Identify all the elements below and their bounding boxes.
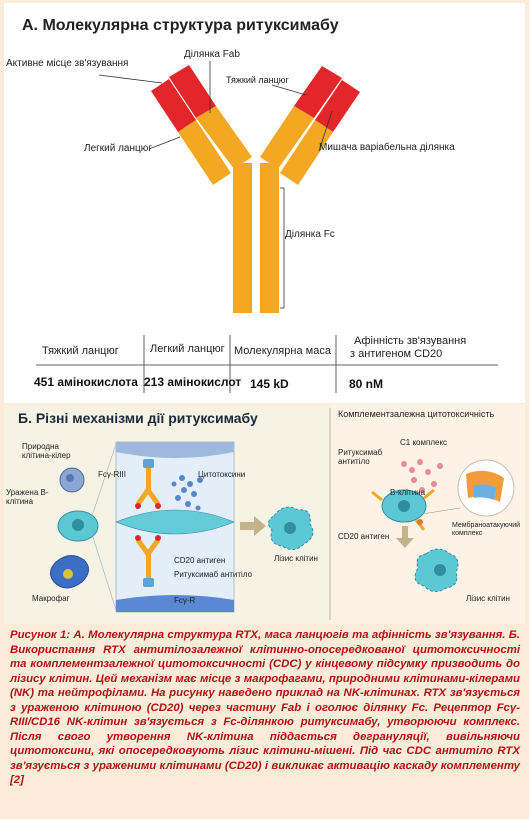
table-header-affinity: Афінність зв'язування: [354, 335, 467, 347]
nk-surface: [116, 442, 234, 458]
table-value-affinity: 80 nM: [349, 377, 384, 391]
b-cell-surface: [115, 509, 235, 535]
pointer-lines: [98, 61, 333, 309]
left-heavy-constant: [196, 106, 252, 169]
label-cell-lysis-left: Лізис клітин: [274, 554, 318, 563]
panel-a-title: А. Молекулярна структура ритуксимабу: [22, 17, 339, 34]
right-light-variable: [315, 80, 360, 132]
right-light-constant: [280, 120, 333, 185]
table-header-light: Легкий ланцюг: [150, 343, 225, 355]
label-cd20-right: CD20 антиген: [338, 532, 390, 541]
table-value-mass: 145 kD: [250, 377, 289, 391]
table-header-mass: Молекулярна маса: [234, 345, 331, 357]
label-cell-lysis-right: Лізис клітин: [466, 594, 510, 603]
label-heavy-chain: Тяжкий ланцюг: [226, 75, 289, 85]
fc-stem-right: [260, 163, 279, 313]
left-heavy-variable: [169, 65, 216, 118]
label-cdc-title: Комплементзалежна цитотоксичність: [338, 409, 495, 419]
label-fc: Ділянка Fc: [285, 229, 335, 240]
right-heavy-constant: [260, 106, 314, 169]
mac-marker: [417, 519, 423, 525]
mechanism-diagram: [50, 404, 525, 624]
table-value-light: 213 амінокислот: [144, 375, 242, 389]
left-light-variable: [151, 79, 196, 132]
label-active-site: Активне місце зв'язування: [6, 58, 129, 69]
panel-b: Б. Різні механізми дії ритуксимабу: [4, 404, 525, 624]
table-header-cd20: з антигеном CD20: [350, 348, 443, 360]
left-fab-arm: [151, 65, 252, 185]
left-light-constant: [178, 120, 231, 185]
label-cd20-left: CD20 антиген: [174, 556, 226, 565]
table-rules: [36, 335, 498, 393]
label-macrophage: Макрофаг: [32, 594, 70, 603]
panel-a: А. Молекулярна структура ритуксимабу: [4, 3, 525, 403]
antibody-lower: [135, 535, 161, 587]
table-header-heavy: Тяжкий ланцюг: [42, 345, 119, 357]
label-infected-b-cell: Уражена В-клітина: [6, 488, 49, 506]
label-cytotoxins: Цитотоксини: [198, 470, 246, 479]
label-c1-complex: C1 комплекс: [400, 438, 448, 447]
fc-stem-left: [233, 163, 252, 313]
caption-text: Рисунок 1: А. Молекулярна структура RTX,…: [10, 629, 520, 786]
label-rituximab-right: Ритуксимаб антитіло: [338, 448, 383, 466]
label-fab: Ділянка Fab: [184, 49, 240, 60]
cytotoxin-granules: [171, 475, 203, 511]
arrow-to-lysis-left: [240, 516, 266, 536]
antibody-diagram: [98, 61, 360, 313]
label-fcg-r: Fcγ-R: [174, 596, 196, 605]
label-fcg-riii: Fcγ-RIII: [98, 470, 126, 479]
label-mac: Мембраноатакуючий комплекс: [452, 522, 521, 537]
label-b-cell: В-клітина: [390, 488, 426, 497]
right-heavy-variable: [294, 66, 342, 118]
label-murine-variable: Мишача варіабельна ділянка: [319, 142, 455, 153]
table-value-heavy: 451 амінокислота: [34, 375, 138, 389]
label-rituximab-left: Ритуксимаб антитіло: [174, 570, 253, 579]
arrow-to-lysis-right: [396, 526, 414, 548]
macrophage-surface: [116, 595, 234, 612]
panel-b-title: Б. Різні механізми дії ритуксимабу: [18, 410, 258, 426]
label-nk-cell: Природна клітина-кілер: [22, 442, 71, 460]
figure-caption: Рисунок 1: А. Молекулярна структура RTX,…: [10, 628, 520, 788]
c1-complex: [401, 459, 443, 493]
right-fab-arm: [260, 66, 360, 185]
antibody-upper: [135, 459, 161, 509]
label-light-chain: Легкий ланцюг: [84, 143, 152, 154]
